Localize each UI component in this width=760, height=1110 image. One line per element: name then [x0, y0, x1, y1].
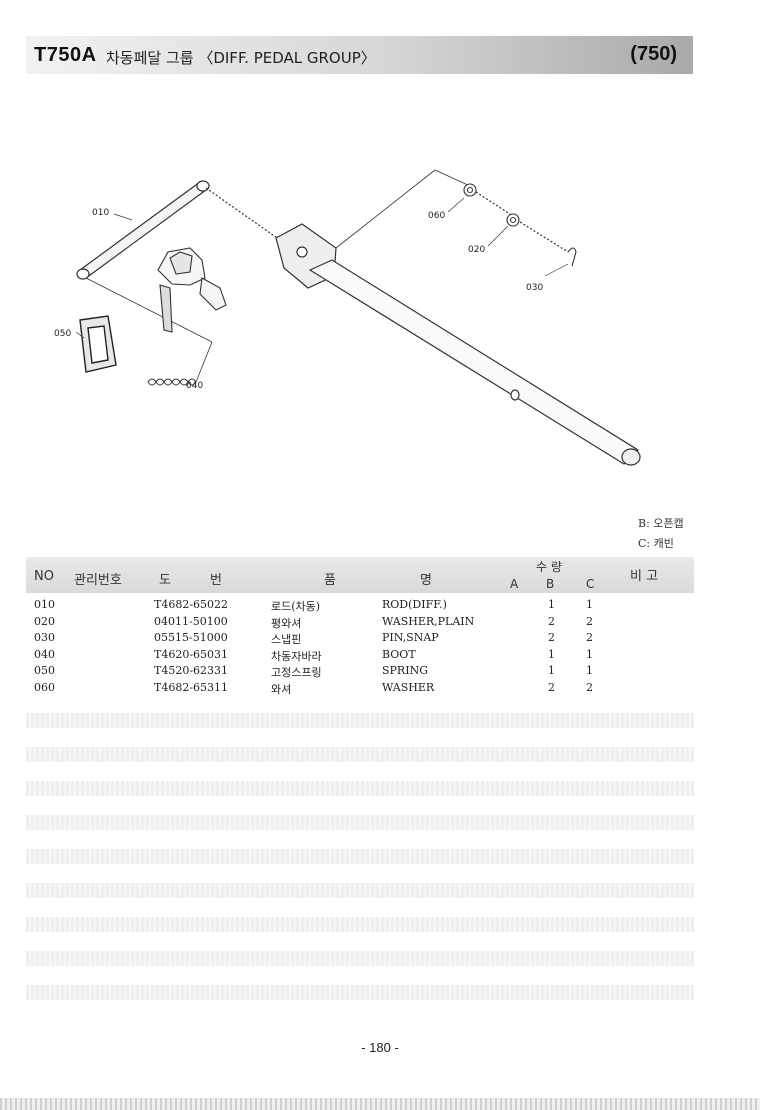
row-qty-b: 1 [548, 664, 555, 677]
header-drawing-1: 도 [159, 573, 171, 588]
row-no: 020 [34, 614, 55, 628]
model-code: T750A [34, 44, 97, 66]
parts-table-body: 010 T4682-65022 로드(차동) ROD(DIFF.) 1 1 02… [26, 597, 694, 696]
legend-c: C: 캐빈 [638, 537, 674, 550]
header-drawing-2: 번 [210, 573, 222, 588]
row-qty-c: 2 [586, 680, 593, 694]
table-row: 040 T4620-65031 차동자바라 BOOT 1 1 [26, 647, 694, 664]
header-qty: 수 량 [536, 560, 562, 574]
header-qty-c: C [586, 577, 595, 591]
row-name-kor: 로드(차동) [271, 600, 321, 613]
row-no: 050 [34, 664, 55, 677]
row-qty-b: 2 [548, 614, 555, 628]
empty-row-shading [26, 951, 694, 966]
row-qty-c: 2 [586, 614, 593, 628]
row-name-eng: BOOT [382, 647, 416, 661]
row-name-eng: PIN,SNAP [382, 631, 439, 644]
label-060: 060 [428, 211, 445, 221]
empty-row-shading [26, 815, 694, 830]
row-part-no: T4682-65311 [154, 680, 229, 694]
group-title: 차동페달 그룹 〈DIFF. PEDAL GROUP〉 [106, 49, 376, 67]
leader-lines [75, 197, 569, 387]
row-part-no: 05515-51000 [154, 631, 228, 644]
row-name-eng: SPRING [382, 664, 428, 677]
row-qty-b: 1 [548, 647, 555, 661]
label-050: 050 [54, 329, 71, 339]
row-name-eng: WASHER [382, 680, 435, 694]
row-qty-c: 2 [586, 631, 593, 644]
row-name-eng: ROD(DIFF.) [382, 598, 447, 611]
label-010: 010 [92, 208, 109, 218]
header-name-1: 품 [324, 573, 336, 588]
row-name-kor: 고정스프링 [271, 666, 322, 679]
row-qty-c: 1 [586, 598, 593, 611]
page-number: - 180 - [361, 1040, 399, 1055]
row-name-kor: 차동자바라 [271, 649, 322, 663]
table-row: 050 T4520-62331 고정스프링 SPRING 1 1 [26, 663, 694, 680]
pedal-shaft-drawing [275, 169, 641, 466]
row-qty-b: 1 [548, 598, 555, 611]
row-qty-b: 2 [548, 631, 555, 644]
row-no: 040 [34, 647, 55, 661]
header-name-2: 명 [420, 573, 432, 588]
label-030: 030 [526, 283, 543, 293]
row-name-eng: WASHER,PLAIN [382, 614, 475, 628]
row-name-kor: 와셔 [271, 682, 292, 696]
row-qty-c: 1 [586, 647, 593, 661]
header-no: NO [34, 569, 54, 584]
empty-row-shading [26, 747, 694, 762]
variant-legend: B: 오픈캡 C: 캐빈 [638, 514, 684, 554]
row-no: 030 [34, 631, 55, 644]
table-row: 020 04011-50100 평와셔 WASHER,PLAIN 2 2 [26, 614, 694, 631]
row-part-no: T4620-65031 [154, 647, 229, 661]
parts-diagram: 010 020 030 040 050 060 [40, 160, 700, 500]
row-no: 060 [34, 680, 55, 694]
row-name-kor: 평와셔 [271, 616, 302, 630]
rod-diff-drawing [76, 180, 281, 343]
scan-edge [0, 1098, 760, 1110]
washer-drawings [463, 183, 577, 267]
header-qty-b: B [546, 577, 555, 591]
label-040: 040 [186, 381, 203, 391]
row-part-no: T4682-65022 [154, 598, 229, 611]
row-no: 010 [34, 598, 55, 611]
parts-table-header: NO 관리번호 도 번 품 명 수 량 A B C 비 고 [26, 557, 694, 593]
label-020: 020 [468, 245, 485, 255]
empty-row-shading [26, 985, 694, 1000]
row-part-no: 04011-50100 [154, 614, 228, 628]
legend-b: B: 오픈캡 [638, 517, 684, 530]
header-qty-a: A [510, 577, 519, 591]
table-row: 010 T4682-65022 로드(차동) ROD(DIFF.) 1 1 [26, 597, 694, 614]
page-code: (750) [630, 43, 677, 65]
header-mgmt-no: 관리번호 [74, 573, 122, 588]
table-row: 060 T4682-65311 와셔 WASHER 2 2 [26, 680, 694, 697]
row-qty-b: 2 [548, 680, 555, 694]
boot-drawing [79, 315, 117, 373]
parts-diagram-svg: 010 020 030 040 050 060 [54, 169, 641, 466]
row-part-no: T4520-62331 [154, 664, 229, 677]
row-name-kor: 스냅핀 [271, 633, 302, 646]
spring-drawing [147, 341, 213, 386]
empty-row-shading [26, 849, 694, 864]
table-row: 030 05515-51000 스냅핀 PIN,SNAP 2 2 [26, 630, 694, 647]
row-qty-c: 1 [586, 664, 593, 677]
empty-row-shading [26, 883, 694, 898]
page-header: T750A 차동페달 그룹 〈DIFF. PEDAL GROUP〉 (750) [26, 36, 693, 74]
empty-row-shading [26, 917, 694, 932]
pedal-bracket-drawing [157, 247, 227, 333]
empty-row-shading [26, 781, 694, 796]
empty-row-shading [26, 713, 694, 728]
header-remarks: 비 고 [630, 569, 659, 584]
